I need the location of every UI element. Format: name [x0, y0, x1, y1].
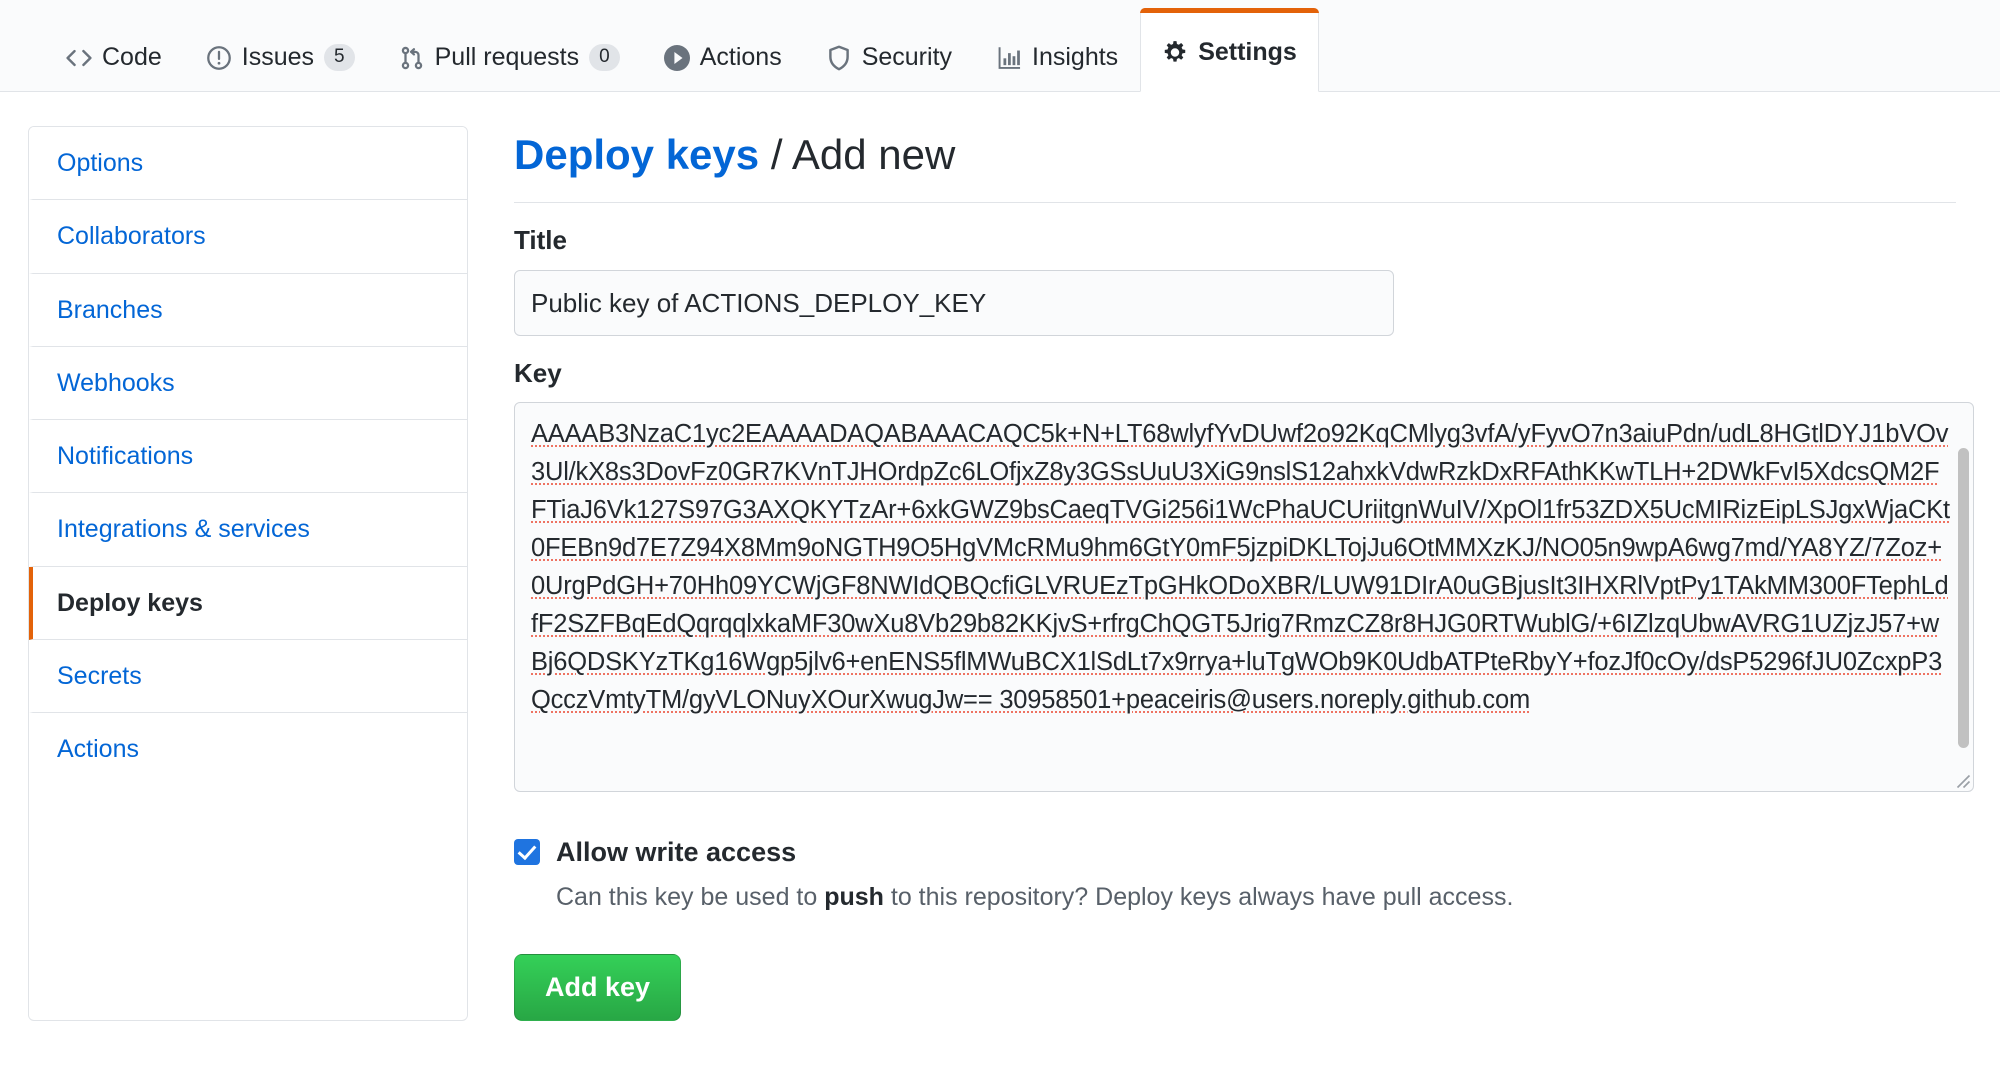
- sidebar-item-webhooks[interactable]: Webhooks: [29, 346, 467, 420]
- note-prefix: Can this key be used to: [556, 882, 825, 911]
- tab-security[interactable]: Security: [804, 23, 974, 91]
- key-textarea-scrollbar[interactable]: [1958, 448, 1969, 749]
- sidebar-item-collaborators[interactable]: Collaborators: [29, 200, 467, 274]
- resize-handle-icon[interactable]: [1953, 771, 1971, 789]
- sidebar-item-actions[interactable]: Actions: [29, 713, 467, 786]
- tab-settings[interactable]: Settings: [1140, 8, 1319, 92]
- title-field-label: Title: [514, 225, 567, 256]
- note-bold: push: [824, 882, 884, 911]
- tab-actions[interactable]: Actions: [642, 23, 804, 91]
- sidebar-item-options[interactable]: Options: [29, 127, 467, 201]
- key-field-wrapper: [514, 402, 1974, 793]
- page-body: Options Collaborators Branches Webhooks …: [0, 92, 2000, 1021]
- sidebar-item-notifications[interactable]: Notifications: [29, 420, 467, 494]
- tab-pull-requests[interactable]: Pull requests 0: [377, 23, 642, 91]
- tab-label: Actions: [699, 43, 782, 71]
- page-title-current: Add new: [791, 131, 956, 178]
- allow-write-access-note: Can this key be used to push to this rep…: [556, 881, 1956, 915]
- add-key-button[interactable]: Add key: [514, 954, 682, 1021]
- gear-icon: [1162, 39, 1188, 65]
- sidebar-item-branches[interactable]: Branches: [29, 273, 467, 347]
- play-icon: [663, 44, 690, 71]
- tab-code[interactable]: Code: [44, 23, 184, 91]
- tab-insights[interactable]: Insights: [974, 23, 1140, 91]
- allow-write-access-checkbox[interactable]: [514, 839, 540, 866]
- pull-requests-counter: 0: [589, 44, 620, 71]
- tab-label: Code: [102, 43, 162, 71]
- issues-counter: 5: [324, 44, 355, 71]
- shield-icon: [826, 45, 852, 71]
- code-icon: [66, 45, 92, 71]
- page-title-separator: /: [770, 131, 783, 178]
- main-content: Deploy keys / Add new Title Key Allow wr…: [514, 126, 1974, 1021]
- tab-label: Insights: [1032, 43, 1119, 71]
- issue-opened-icon: [206, 45, 232, 71]
- repo-nav: Code Issues 5 Pull requests 0 Actions Se…: [0, 0, 2000, 92]
- page-title: Deploy keys / Add new: [514, 130, 1956, 204]
- graph-icon: [996, 45, 1022, 71]
- tab-label: Issues: [241, 43, 315, 71]
- key-field-label: Key: [514, 358, 562, 389]
- title-input[interactable]: [514, 269, 1394, 337]
- page-title-deploy-keys-link[interactable]: Deploy keys: [514, 131, 760, 178]
- allow-write-access-label: Allow write access: [556, 837, 797, 868]
- git-pull-request-icon: [399, 45, 425, 71]
- sidebar-item-integrations-and-services[interactable]: Integrations & services: [29, 493, 467, 567]
- sidebar-item-deploy-keys[interactable]: Deploy keys: [29, 566, 467, 640]
- allow-write-access-row[interactable]: Allow write access: [514, 836, 1956, 868]
- tab-label: Security: [861, 43, 953, 71]
- sidebar-item-secrets[interactable]: Secrets: [29, 639, 467, 713]
- note-suffix: to this repository? Deploy keys always h…: [883, 882, 1514, 911]
- tab-issues[interactable]: Issues 5: [184, 23, 377, 91]
- settings-sidebar: Options Collaborators Branches Webhooks …: [28, 126, 468, 1021]
- key-textarea[interactable]: [514, 402, 1974, 793]
- tab-label: Pull requests: [434, 43, 580, 71]
- tab-label: Settings: [1198, 37, 1297, 66]
